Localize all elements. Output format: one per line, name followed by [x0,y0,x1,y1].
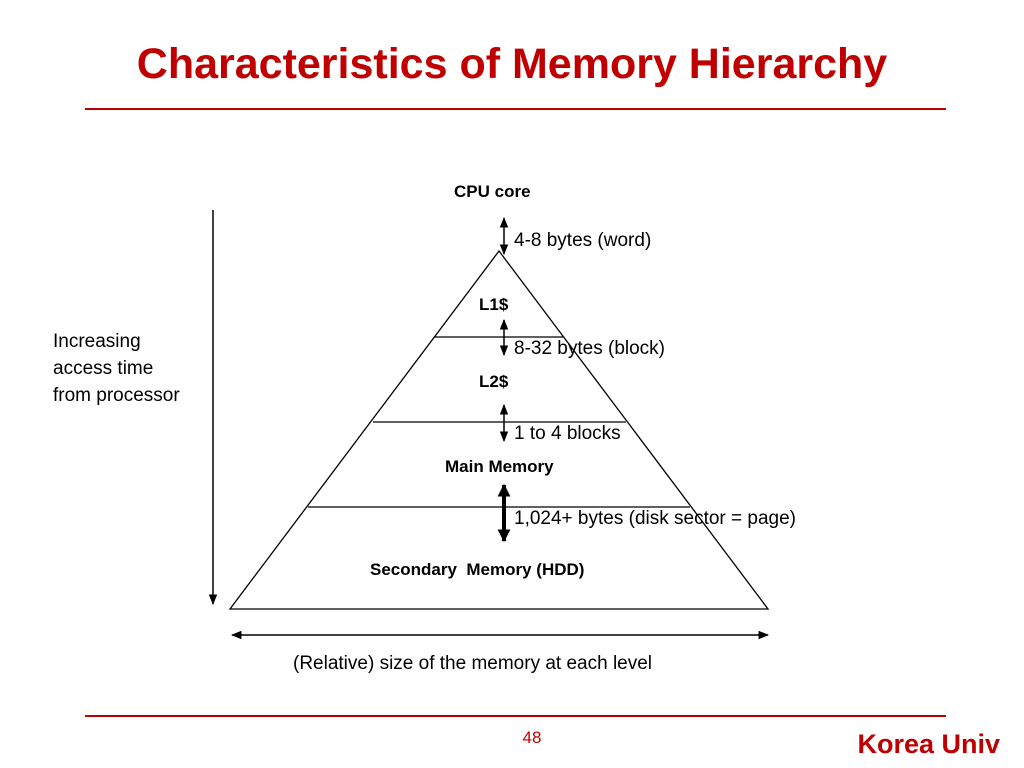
l2-main-transfer-label: 1 to 4 blocks [514,423,621,444]
l1-l2-transfer-label: 8-32 bytes (block) [514,338,666,359]
secondary-memory-label: Secondary Memory (HDD) [370,560,585,579]
l2-cache-label: L2$ [479,372,509,391]
main-secondary-transfer-label: 1,024+ bytes (disk sector = page) [514,508,796,529]
pyramid-outline [228,249,770,610]
footer-divider [85,715,946,717]
cpu-l1-transfer-label: 4-8 bytes (word) [514,230,652,251]
access-time-label: Increasing access time from processor [53,331,180,406]
cpu-core-label: CPU core [454,182,531,201]
main-memory-label: Main Memory [445,457,554,476]
title-divider [85,108,946,110]
slide-title: Characteristics of Memory Hierarchy [136,40,888,88]
size-label: (Relative) size of the memory at each le… [293,653,653,674]
brand-logo-text: Korea Univ [857,729,1000,759]
page-number: 48 [522,728,542,747]
l1-cache-label: L1$ [479,295,509,314]
